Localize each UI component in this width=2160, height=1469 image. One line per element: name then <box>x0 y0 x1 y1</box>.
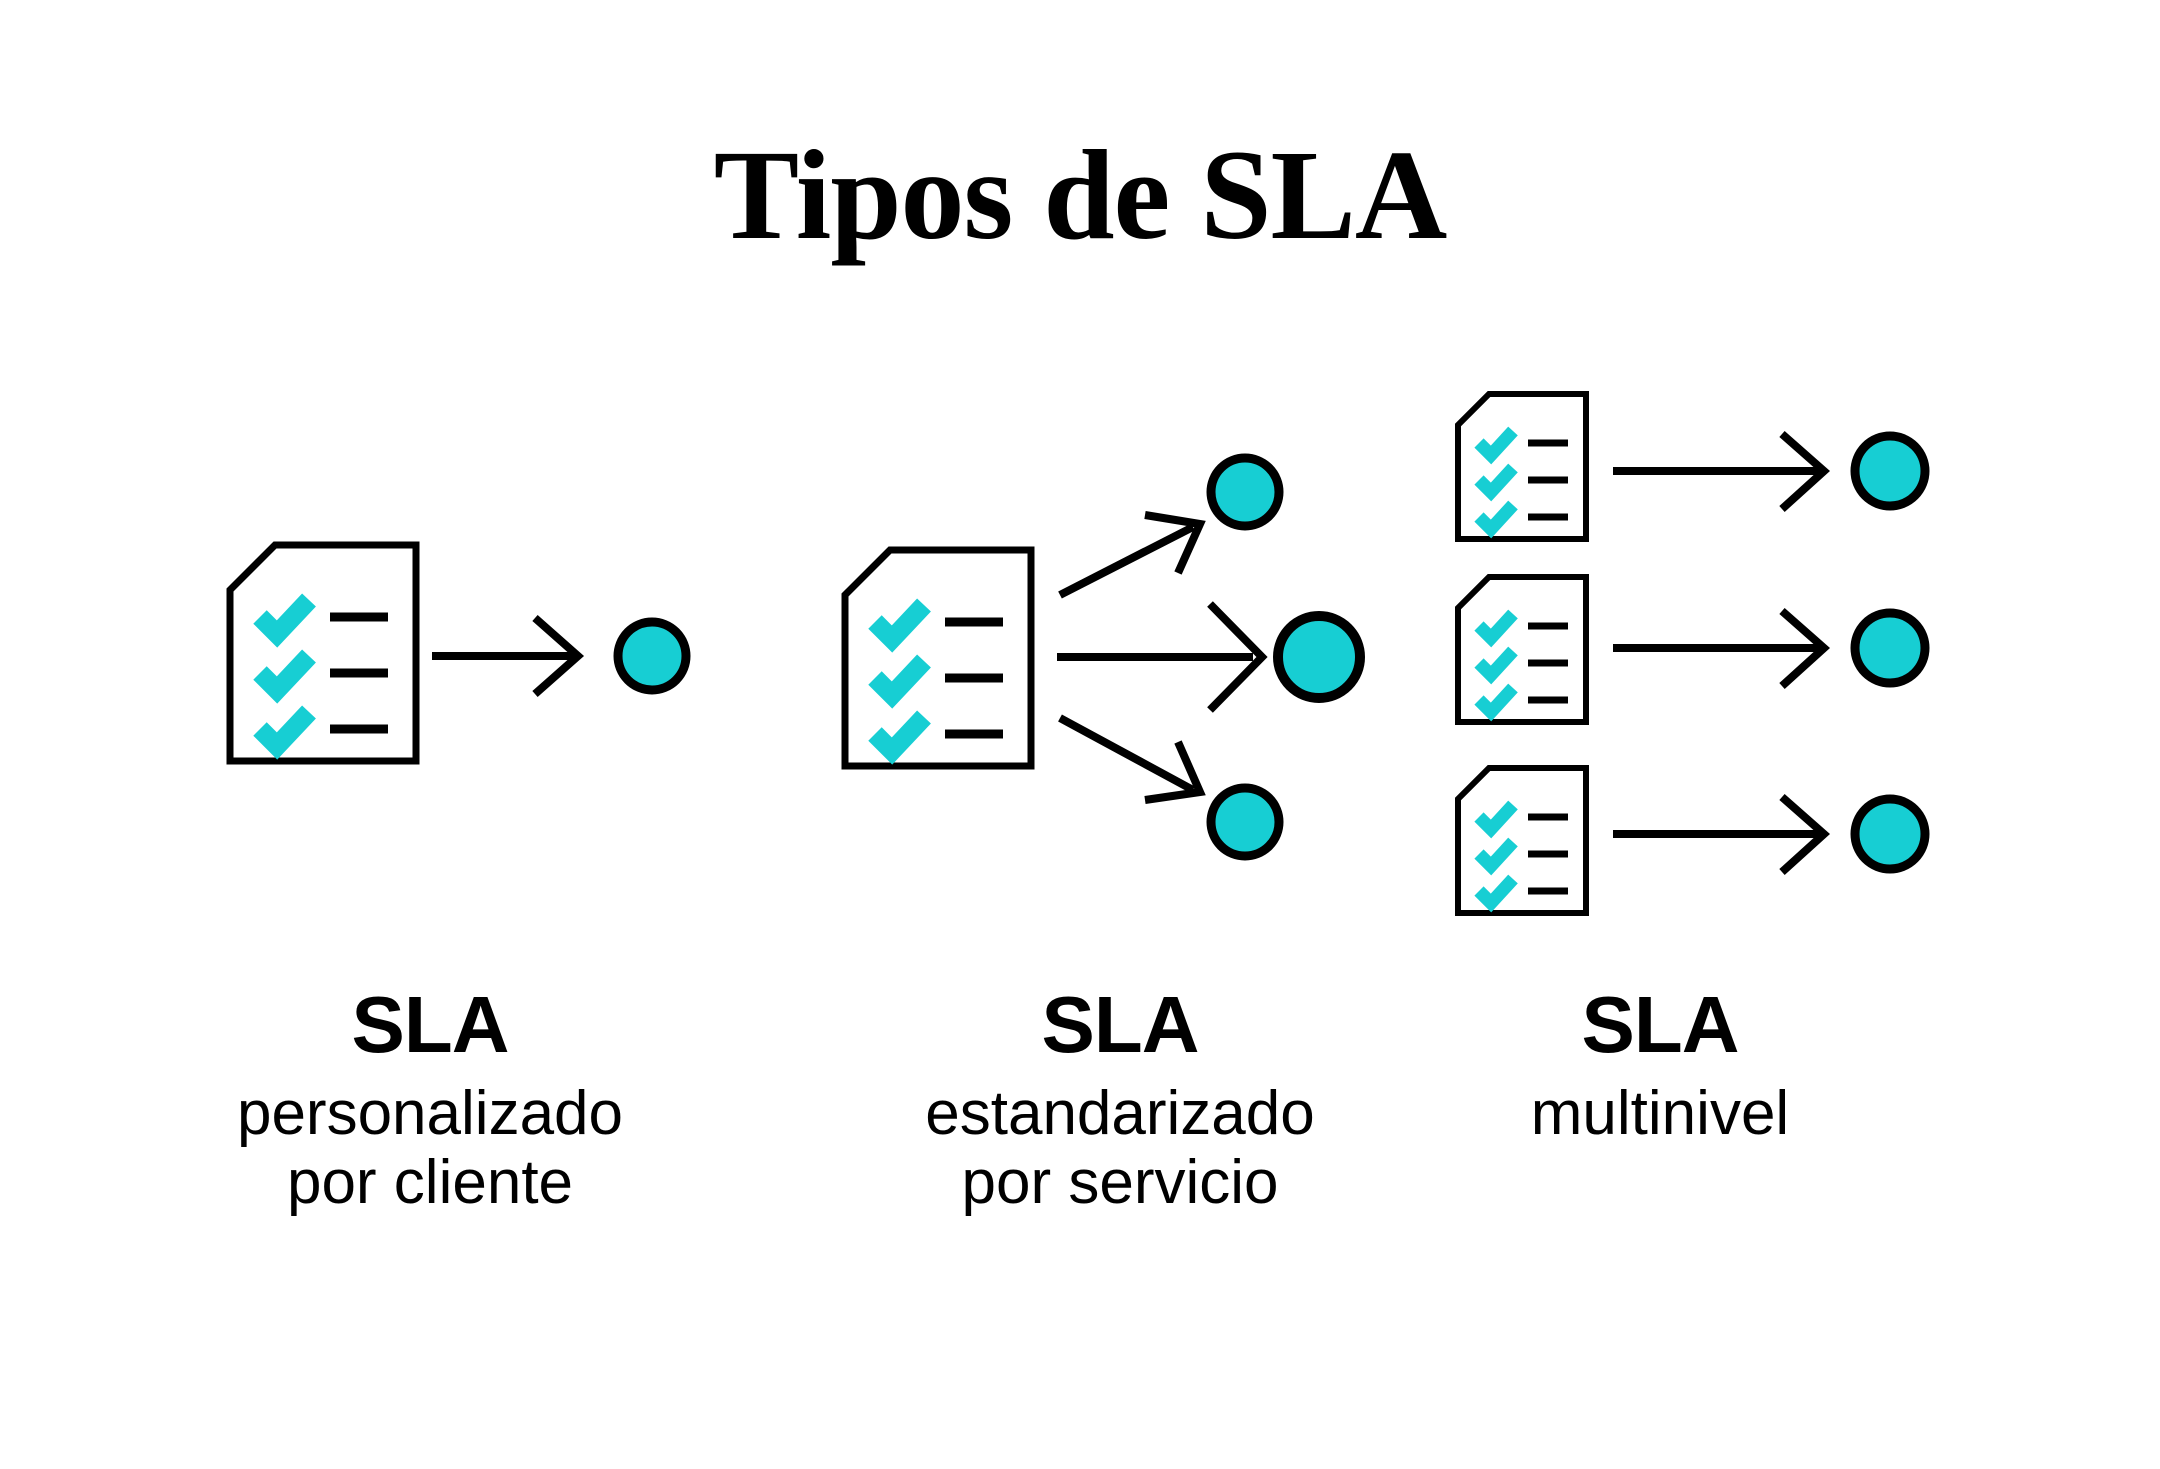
document-checklist-icon <box>1458 768 1586 913</box>
document-checklist-icon <box>230 545 416 761</box>
teal-circle-icon <box>1850 431 1930 511</box>
document-checklist-icon <box>1458 577 1586 722</box>
arrow-right-icon <box>1613 793 1831 875</box>
arrow-right-icon <box>1613 607 1831 689</box>
group-sla-estandarizado <box>845 453 1365 861</box>
teal-circle-icon <box>1273 611 1365 703</box>
document-checklist-icon <box>1458 394 1586 539</box>
teal-circle-icon <box>1850 794 1930 874</box>
page-title: Tipos de SLA <box>713 124 1448 266</box>
teal-circle-icon <box>1206 783 1284 861</box>
caption-head: SLA <box>1041 980 1200 1069</box>
caption-sub-line-1: personalizado <box>236 1079 624 1148</box>
caption-head: SLA <box>1581 980 1740 1069</box>
teal-circle-icon <box>1206 453 1284 531</box>
arrow-right-icon <box>1613 430 1831 512</box>
caption-sub-line-1: multinivel <box>1530 1079 1790 1148</box>
caption-head: SLA <box>351 980 510 1069</box>
teal-circle-icon <box>613 617 691 695</box>
group-sla-personalizado <box>230 545 691 761</box>
arrow-up-right-icon <box>1058 511 1206 599</box>
arrow-right-icon <box>432 615 585 697</box>
caption-sub-line-1: estandarizado <box>925 1079 1315 1148</box>
arrow-down-right-icon <box>1058 714 1206 804</box>
arrow-right-icon <box>1057 601 1268 713</box>
caption-sla-personalizado: SLA personalizado por cliente <box>30 985 830 1218</box>
caption-sub-line-2: por cliente <box>286 1148 574 1218</box>
caption-sla-estandarizado: SLA estandarizado por servicio <box>720 985 1520 1218</box>
teal-circle-icon <box>1850 608 1930 688</box>
caption-sub-line-2: por servicio <box>961 1148 1279 1218</box>
caption-sla-multinivel: SLA multinivel <box>1260 980 2060 1149</box>
group-sla-multinivel <box>1458 394 1930 913</box>
document-checklist-icon <box>845 550 1031 766</box>
